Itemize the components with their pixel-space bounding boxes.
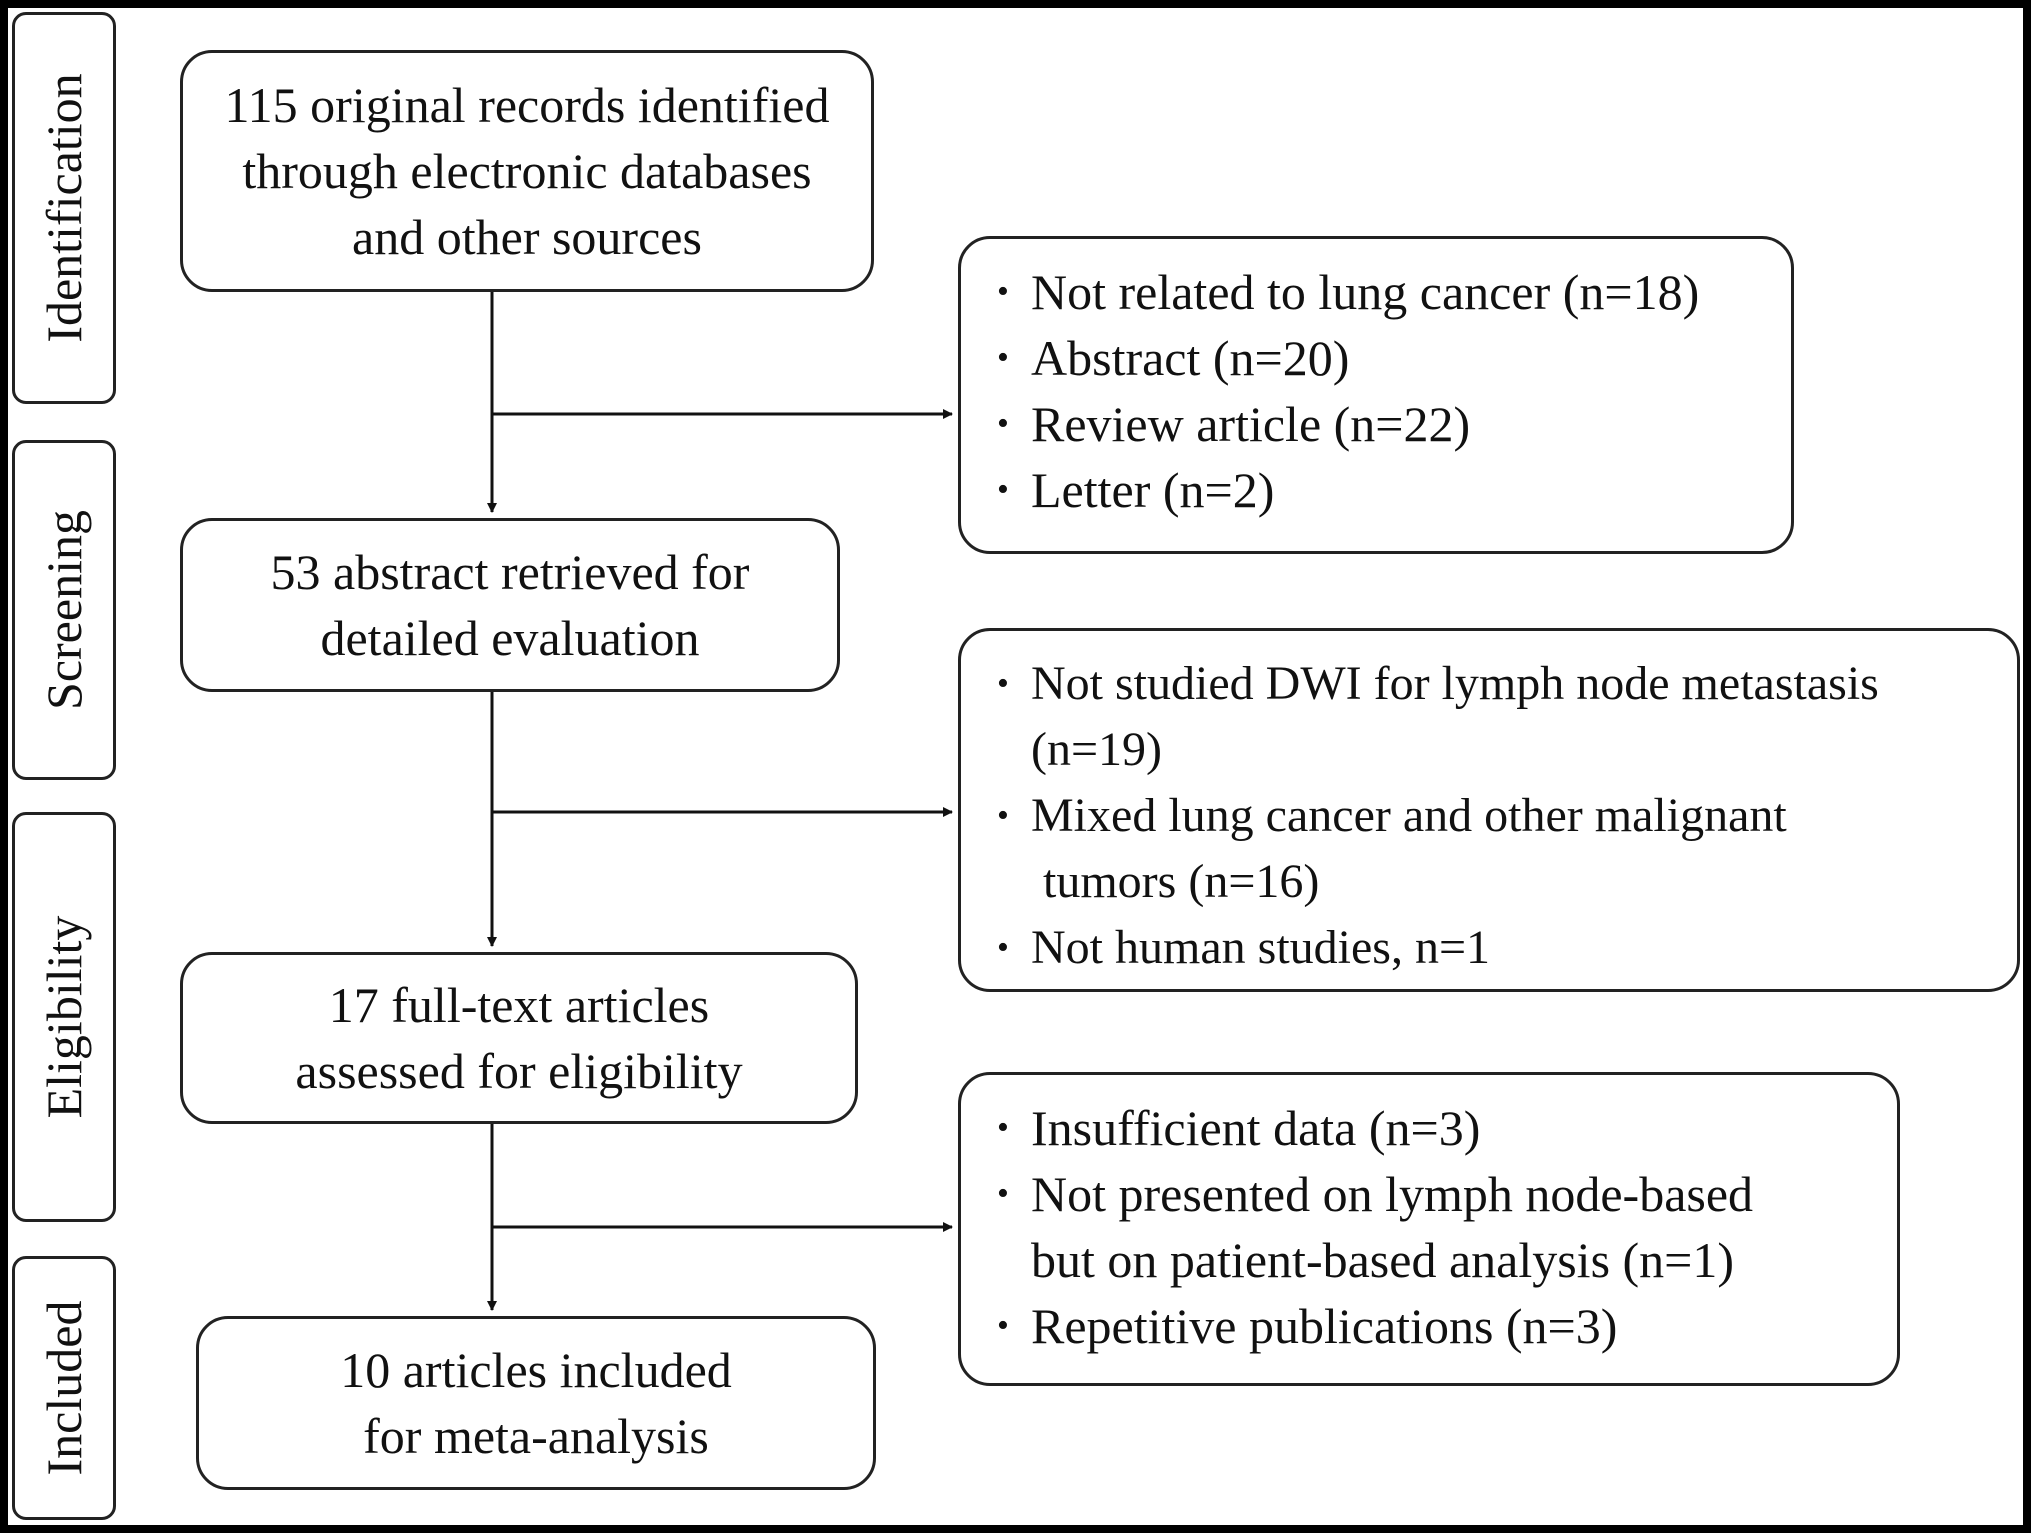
exclusion-item: • Repetitive publications (n=3): [997, 1293, 1887, 1359]
exclusion-text: Insufficient data (n=3): [1031, 1100, 1481, 1156]
bullet-icon: •: [997, 405, 1009, 442]
bullet-icon: •: [997, 1175, 1009, 1212]
fulltext-assessed-box: 17 full-text articles assessed for eligi…: [180, 952, 858, 1124]
exclusion-item: • Mixed lung cancer and other malignant …: [997, 783, 2007, 915]
exclusion-text: Abstract (n=20): [1031, 330, 1350, 386]
records-identified-box: 115 original records identified through …: [180, 50, 874, 292]
exclusion-text: Repetitive publications (n=3): [1031, 1298, 1618, 1354]
stage-identification: Identification: [12, 12, 116, 404]
included-box: 10 articles included for meta-analysis: [196, 1316, 876, 1490]
exclusion-item: • Not presented on lymph node-based but …: [997, 1161, 1887, 1293]
included-line-1: 10 articles included: [340, 1342, 732, 1398]
exclusion-box-eligibility: • Not studied DWI for lymph node metasta…: [958, 628, 2020, 992]
abstracts-line-2: detailed evaluation: [320, 610, 700, 666]
exclusion-item: • Not studied DWI for lymph node metasta…: [997, 651, 2007, 783]
fulltext-line-1: 17 full-text articles: [328, 977, 710, 1033]
exclusion-text-continued: tumors (n=16): [1043, 855, 1320, 908]
abstracts-retrieved-box: 53 abstract retrieved for detailed evalu…: [180, 518, 840, 692]
stage-screening: Screening: [12, 440, 116, 780]
exclusion-text: Mixed lung cancer and other malignant: [1031, 789, 1787, 842]
bullet-icon: •: [997, 273, 1009, 310]
exclusion-text: Not related to lung cancer (n=18): [1031, 264, 1700, 320]
stage-label-eligibility: Eligibility: [36, 915, 92, 1119]
exclusion-box-screening: • Not related to lung cancer (n=18) • Abst…: [958, 236, 1794, 554]
bullet-icon: •: [997, 665, 1009, 702]
exclusion-text: Not presented on lymph node-based: [1031, 1166, 1754, 1222]
exclusion-text-continued: but on patient-based analysis (n=1): [1031, 1232, 1735, 1288]
stage-label-identification: Identification: [36, 73, 92, 343]
records-line-2: through electronic databases: [242, 143, 812, 199]
bullet-icon: •: [997, 797, 1009, 834]
stage-label-included: Included: [36, 1300, 92, 1476]
exclusion-item: • Not human studies, n=1: [997, 915, 2007, 981]
abstracts-line-1: 53 abstract retrieved for: [270, 544, 750, 600]
stage-label-screening: Screening: [36, 510, 92, 710]
exclusion-text: Not human studies, n=1: [1031, 921, 1491, 974]
fulltext-line-2: assessed for eligibility: [295, 1043, 743, 1099]
records-line-1: 115 original records identified: [224, 77, 830, 133]
exclusion-item: • Review article (n=22): [997, 391, 1781, 457]
included-line-2: for meta-analysis: [363, 1408, 709, 1464]
exclusion-item: • Insufficient data (n=3): [997, 1095, 1887, 1161]
exclusion-box-included: • Insufficient data (n=3) • Not presented…: [958, 1072, 1900, 1386]
stage-included: Included: [12, 1256, 116, 1520]
bullet-icon: •: [997, 929, 1009, 966]
exclusion-text: Review article (n=22): [1031, 396, 1471, 452]
exclusion-text: Letter (n=2): [1031, 462, 1275, 518]
bullet-icon: •: [997, 1307, 1009, 1344]
exclusion-item: • Letter (n=2): [997, 457, 1781, 523]
bullet-icon: •: [997, 471, 1009, 508]
records-line-3: and other sources: [352, 209, 702, 265]
exclusion-item: • Abstract (n=20): [997, 325, 1781, 391]
stage-eligibility: Eligibility: [12, 812, 116, 1222]
exclusion-text: Not studied DWI for lymph node metastasi…: [1031, 657, 1879, 710]
exclusion-item: • Not related to lung cancer (n=18): [997, 259, 1781, 325]
bullet-icon: •: [997, 1109, 1009, 1146]
exclusion-text-continued: (n=19): [1031, 723, 1163, 776]
bullet-icon: •: [997, 339, 1009, 376]
